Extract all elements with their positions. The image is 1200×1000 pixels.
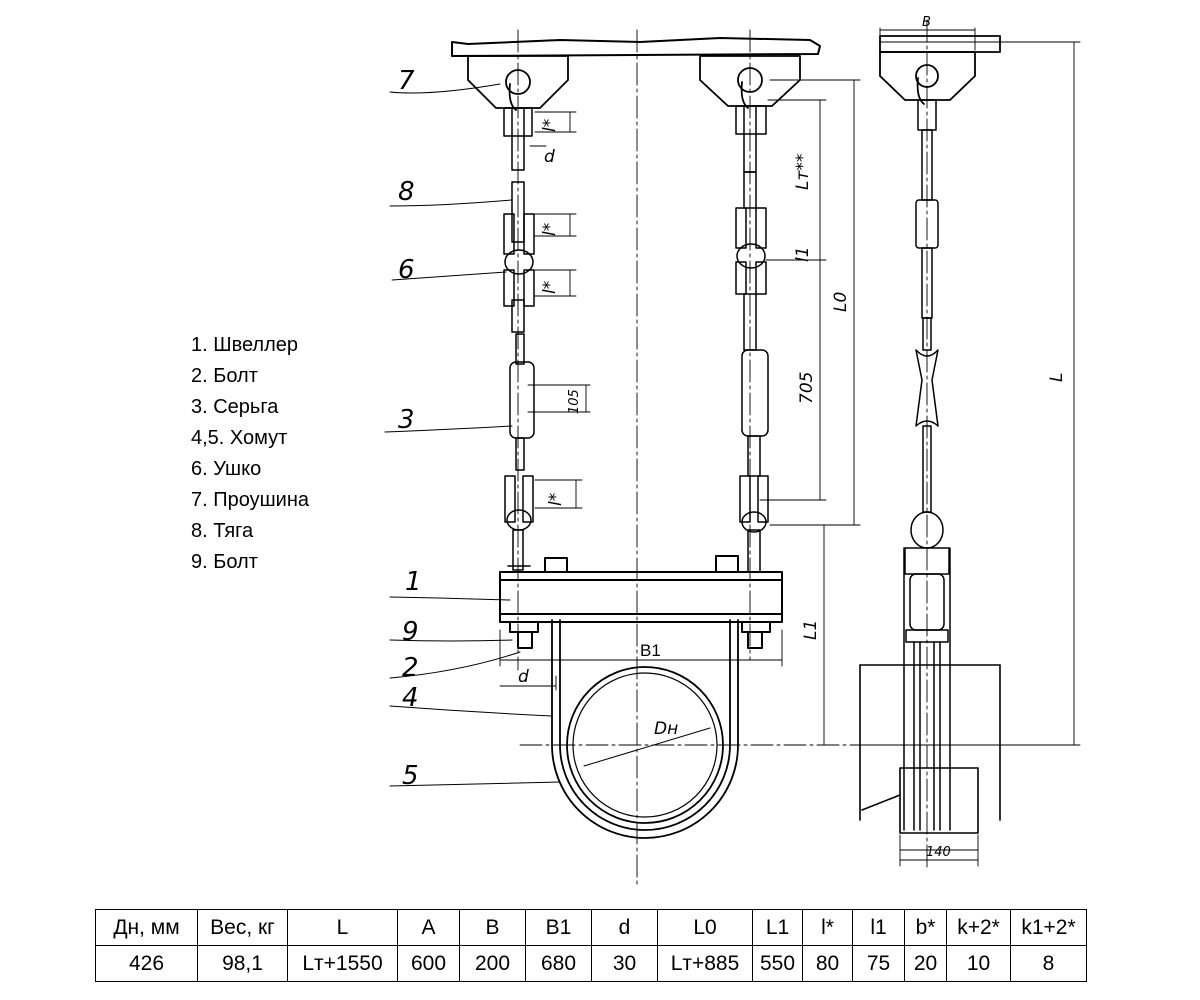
spec-header: B1 bbox=[525, 909, 592, 946]
legend-item: 3. Серьга bbox=[191, 396, 279, 418]
dim-lt-star: Lт** bbox=[793, 154, 813, 190]
spec-header: A bbox=[397, 909, 460, 946]
spec-value: 550 bbox=[752, 945, 803, 982]
legend-item: 2. Болт bbox=[191, 365, 258, 387]
spec-value: Lт+885 bbox=[657, 945, 753, 982]
parts-legend: 1. Швеллер 2. Болт 3. Серьга 4,5. Хомут … bbox=[191, 330, 309, 578]
spec-header: L1 bbox=[752, 909, 803, 946]
spec-header: L0 bbox=[657, 909, 753, 946]
dim-l1-small: l1 bbox=[793, 246, 813, 262]
spec-value: 8 bbox=[1010, 945, 1087, 982]
spec-header: l* bbox=[802, 909, 853, 946]
right-hanger bbox=[735, 105, 769, 573]
dim-L0: L0 bbox=[831, 292, 851, 312]
spec-value: 20 bbox=[904, 945, 947, 982]
spec-header: d bbox=[591, 909, 658, 946]
spec-value: 10 bbox=[946, 945, 1011, 982]
spec-header-row: Дн, мм Вес, кг L A B B1 d L0 L1 l* l1 b*… bbox=[95, 909, 1087, 946]
spec-value: 80 bbox=[802, 945, 853, 982]
hanger-drawing: 7 8 6 3 1 9 2 4 5 l* d l* l* l* 105 Lт**… bbox=[384, 15, 1081, 886]
callout-8: 8 bbox=[398, 177, 415, 207]
callout-2: 2 bbox=[402, 653, 419, 683]
lug-brackets bbox=[467, 51, 976, 111]
spec-value: 30 bbox=[591, 945, 658, 982]
spec-header: B bbox=[459, 909, 526, 946]
spec-value: 98,1 bbox=[197, 945, 288, 982]
dim-B: B bbox=[922, 15, 931, 30]
dim-L1: L1 bbox=[801, 620, 821, 640]
dimension-lines bbox=[499, 27, 1081, 867]
spec-value: Lт+1550 bbox=[287, 945, 398, 982]
pipe-and-clamp bbox=[551, 619, 739, 839]
dim-140: 140 bbox=[926, 845, 951, 860]
spec-header: b* bbox=[904, 909, 947, 946]
left-hanger bbox=[503, 107, 535, 571]
spec-header: Дн, мм bbox=[95, 909, 198, 946]
spec-header: Вес, кг bbox=[197, 909, 288, 946]
legend-item: 4,5. Хомут bbox=[191, 427, 288, 449]
legend-item: 9. Болт bbox=[191, 551, 258, 573]
side-hanger bbox=[903, 99, 951, 831]
dim-l-star-4: l* bbox=[546, 493, 566, 506]
callout-leaders bbox=[384, 83, 561, 787]
dim-l-star-1: l* bbox=[540, 119, 560, 132]
spec-header: l1 bbox=[852, 909, 905, 946]
dim-d-top: d bbox=[544, 147, 555, 167]
legend-item: 6. Ушко bbox=[191, 458, 262, 480]
legend-item: 8. Тяга bbox=[191, 520, 254, 542]
callout-1: 1 bbox=[405, 567, 422, 597]
dim-Dn: Dн bbox=[654, 719, 678, 739]
spec-table: Дн, мм Вес, кг L A B B1 d L0 L1 l* l1 b*… bbox=[95, 909, 1087, 982]
callout-6: 6 bbox=[398, 255, 415, 285]
dim-705: 705 bbox=[797, 372, 817, 404]
callout-3: 3 bbox=[398, 405, 415, 435]
spec-value: 600 bbox=[397, 945, 460, 982]
spec-value: 426 bbox=[95, 945, 198, 982]
dim-d-bottom: d bbox=[518, 667, 529, 687]
spec-value: 200 bbox=[459, 945, 526, 982]
dim-L: L bbox=[1047, 373, 1067, 382]
callout-5: 5 bbox=[402, 761, 419, 791]
ceiling-beam bbox=[451, 35, 1001, 57]
legend-item: 1. Швеллер bbox=[191, 334, 299, 356]
dim-B1: B1 bbox=[640, 641, 661, 660]
channel-traverse bbox=[499, 555, 783, 649]
dim-l-star-3: l* bbox=[540, 281, 560, 294]
pipe-side-view bbox=[859, 664, 1001, 851]
dim-105: 105 bbox=[567, 389, 582, 414]
spec-header: k+2* bbox=[946, 909, 1011, 946]
legend-item: 7. Проушина bbox=[191, 489, 310, 511]
dim-l-star-2: l* bbox=[540, 223, 560, 236]
spec-value: 75 bbox=[852, 945, 905, 982]
callout-7: 7 bbox=[398, 66, 415, 96]
spec-value-row: 426 98,1 Lт+1550 600 200 680 30 Lт+885 5… bbox=[95, 945, 1087, 982]
spec-value: 680 bbox=[525, 945, 592, 982]
spec-header: L bbox=[287, 909, 398, 946]
callout-9: 9 bbox=[402, 617, 419, 647]
spec-header: k1+2* bbox=[1010, 909, 1087, 946]
callout-4: 4 bbox=[402, 683, 419, 713]
